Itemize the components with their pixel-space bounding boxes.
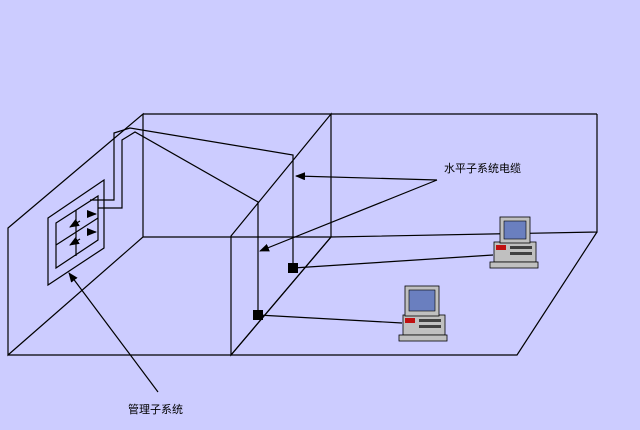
- cable-to-computer-2: [257, 314, 403, 324]
- callout-arrow-cable-1: [295, 172, 438, 181]
- cable-run-2: [90, 127, 294, 268]
- right-room-floor-edge: [231, 231, 598, 356]
- building-outline: [7, 112, 598, 357]
- wall-outlet-icon: [253, 310, 263, 320]
- callout-arrow-cable-2: [259, 179, 438, 252]
- partition-wall: [230, 112, 332, 357]
- callout-arrows: [68, 172, 438, 393]
- callout-arrow-admin: [68, 272, 159, 393]
- horizontal-cables: [90, 127, 494, 324]
- cable-run-1: [98, 131, 259, 315]
- wall-outlet-icon: [288, 263, 298, 273]
- desktop-computer-icon: [398, 285, 448, 342]
- horizontal-cable-label: 水平子系统电缆: [444, 162, 521, 175]
- cable-to-computer-1: [292, 254, 494, 269]
- desktop-computer-icon: [489, 216, 539, 269]
- admin-subsystem-label: 管理子系统: [128, 403, 183, 416]
- patch-panel-icon: [47, 178, 105, 287]
